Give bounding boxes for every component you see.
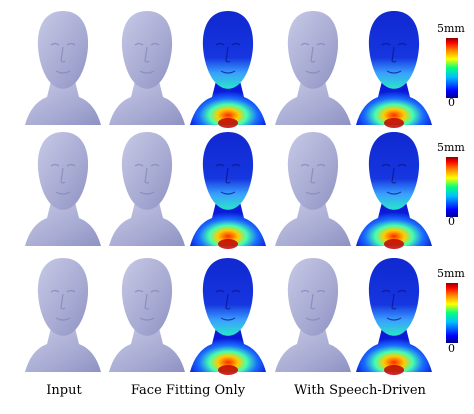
scale-max-label: 5mm xyxy=(437,141,465,154)
scale-max-label: 5mm xyxy=(437,267,465,280)
error-heatmap-render xyxy=(352,254,436,376)
scale-min-label: 0 xyxy=(448,96,455,109)
scale-min-label: 0 xyxy=(448,215,455,228)
column-label-input: Input xyxy=(46,383,82,398)
error-heatmap-render xyxy=(186,128,270,250)
face-render xyxy=(105,254,189,376)
face-render xyxy=(271,128,355,250)
error-heatmap-render xyxy=(352,7,436,129)
scale-gradient-row-2 xyxy=(446,157,458,217)
face-render xyxy=(271,7,355,129)
column-label-face-fitting: Face Fitting Only xyxy=(130,383,246,398)
column-label-speech-driven: With Speech-Driven xyxy=(294,383,426,398)
face-render xyxy=(21,254,105,376)
scale-gradient-row-1 xyxy=(446,38,458,98)
face-render xyxy=(105,7,189,129)
scale-gradient-row-3 xyxy=(446,283,458,343)
face-render xyxy=(271,254,355,376)
face-render xyxy=(21,7,105,129)
error-heatmap-render xyxy=(186,254,270,376)
error-heatmap-render xyxy=(352,128,436,250)
face-render xyxy=(105,128,189,250)
error-heatmap-render xyxy=(186,7,270,129)
scale-max-label: 5mm xyxy=(437,22,465,35)
face-render xyxy=(21,128,105,250)
scale-min-label: 0 xyxy=(448,342,455,355)
